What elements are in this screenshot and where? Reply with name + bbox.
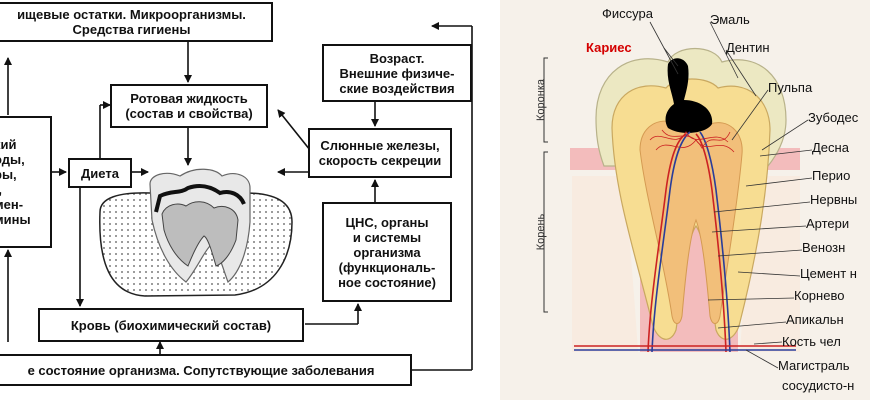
box-saliva-fluid-text: Ротовая жидкость (состав и свойства): [125, 91, 253, 121]
box-left-partial: кий оды, ры, ), мен- мины: [0, 116, 52, 248]
box-food-microorganisms: ищевые остатки. Микроорганизмы. Средства…: [0, 2, 273, 42]
tooth-anatomy-panel: Коронка Корень Кариес Фиссура Эмаль Дент…: [500, 0, 870, 400]
label-root-canal: Корнево: [794, 288, 844, 303]
artery-left: [647, 133, 687, 353]
crown-bracket: [543, 57, 548, 143]
box-saliva-fluid: Ротовая жидкость (состав и свойства): [110, 84, 268, 128]
side-label-crown: Коронка: [535, 78, 547, 121]
box-left-partial-text: кий оды, ры, ), мен- мины: [0, 137, 31, 227]
capillary-network: [649, 129, 735, 153]
box-diet-text: Диета: [81, 165, 119, 181]
label-veins: Венозн: [802, 240, 845, 255]
box-cns-organs: ЦНС, органы и системы организма (функцио…: [322, 202, 452, 302]
box-diet: Диета: [68, 158, 132, 188]
artery-right: [695, 133, 727, 353]
side-label-root: Корень: [535, 213, 547, 250]
label-cementum: Цемент н: [800, 266, 857, 281]
box-food-text: ищевые остатки. Микроорганизмы. Средства…: [17, 7, 246, 37]
caries-lesion: [665, 58, 713, 133]
tooth-dentin: [161, 201, 239, 267]
label-caries: Кариес: [586, 40, 632, 55]
label-main-vessels-1: Магистраль: [778, 358, 850, 373]
box-glands-text: Слюнные железы, скорость секреции: [318, 138, 442, 168]
vein-right: [699, 131, 731, 353]
tooth-enamel: [154, 183, 246, 213]
box-general-state: е состояние организма. Сопутствующие заб…: [0, 354, 412, 386]
box-blood-text: Кровь (биохимический состав): [70, 317, 272, 333]
label-dentin: Дентин: [726, 40, 770, 55]
box-salivary-glands: Слюнные железы, скорость секреции: [308, 128, 452, 178]
label-enamel: Эмаль: [710, 12, 750, 27]
label-gum: Десна: [812, 140, 850, 155]
box-age-text: Возраст. Внешние физиче- ские воздействи…: [339, 50, 455, 96]
box-general-text: е состояние организма. Сопутствующие заб…: [27, 362, 375, 378]
anatomy-labels: Фиссура Эмаль Дентин Пульпа Зубодес Десн…: [602, 6, 859, 393]
label-arteries: Артери: [806, 216, 849, 231]
label-fissure: Фиссура: [602, 6, 654, 21]
flowchart-arrows: [4, 22, 473, 371]
label-pulp: Пульпа: [768, 80, 813, 95]
caries-factors-flowchart: ищевые остатки. Микроорганизмы. Средства…: [0, 2, 473, 386]
tooth-anatomy-svg: Коронка Корень Кариес Фиссура Эмаль Дент…: [535, 6, 859, 393]
label-main-vessels-2: сосудисто-н: [782, 378, 854, 393]
label-gingival-attachment: Зубодес: [808, 110, 859, 125]
label-periodontium: Перио: [812, 168, 850, 183]
arrow-glands-to-fluid: [277, 109, 311, 151]
box-age-external: Возраст. Внешние физиче- ские воздействи…: [322, 44, 472, 102]
label-apical: Апикальн: [786, 312, 844, 327]
root-bracket: [543, 151, 548, 313]
label-nerves: Нервны: [810, 192, 857, 207]
box-cns-text: ЦНС, органы и системы организма (функцио…: [338, 214, 436, 290]
box-blood: Кровь (биохимический состав): [38, 308, 304, 342]
label-leaders: [649, 21, 813, 369]
bone-left: [572, 176, 638, 352]
label-jaw-bone: Кость чел: [782, 334, 841, 349]
